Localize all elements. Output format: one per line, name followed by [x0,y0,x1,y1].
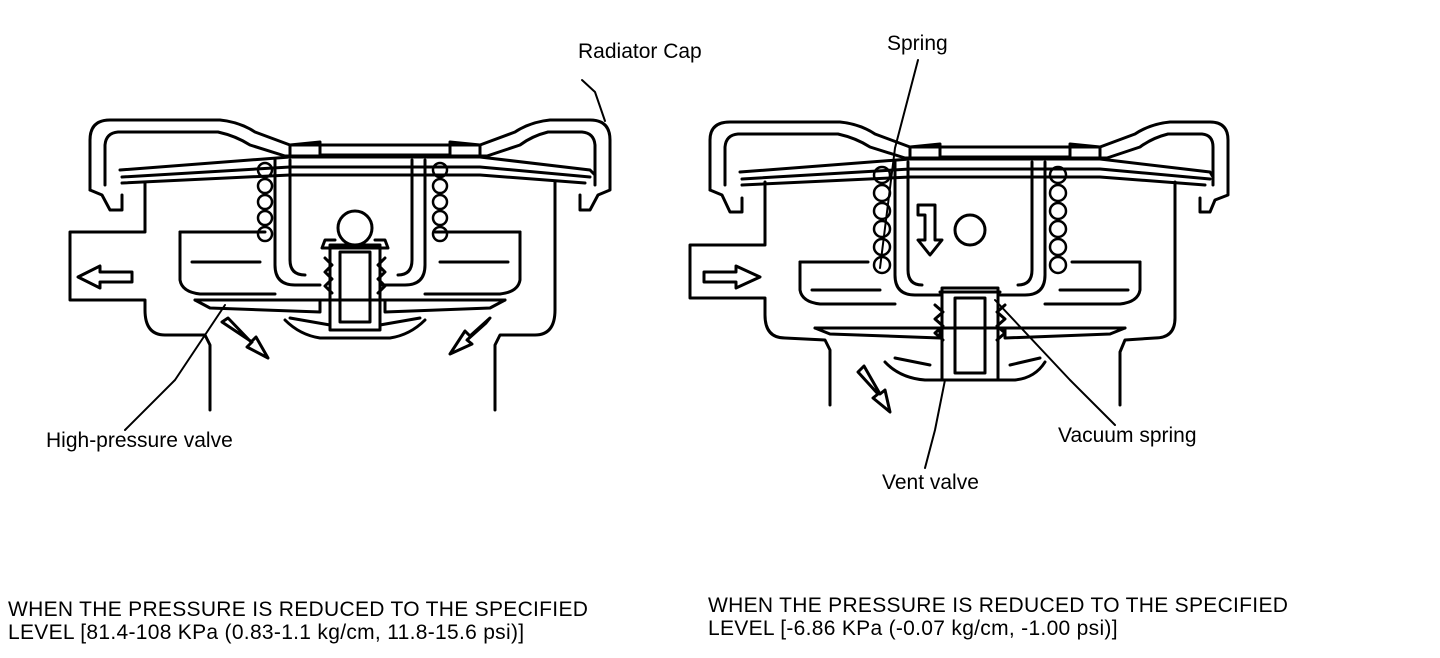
vacuum-spring-label: Vacuum spring [1058,424,1197,447]
left-caption-line2: LEVEL [81.4-108 KPa (0.83-1.1 kg/cm, 11.… [8,621,525,644]
right-caption-line2: LEVEL [-6.86 KPa (-0.07 kg/cm, -1.00 psi… [708,617,1118,640]
radiator-cap-label: Radiator Cap [578,40,702,63]
spring-label: Spring [887,32,948,55]
left-caption-line1: WHEN THE PRESSURE IS REDUCED TO THE SPEC… [8,598,589,621]
right-cap-diagram [688,59,1230,469]
high-pressure-valve-label: High-pressure valve [46,429,233,452]
left-caption: WHEN THE PRESSURE IS REDUCED TO THE SPEC… [8,598,588,644]
vent-valve-label: Vent valve [882,471,979,494]
left-cap-diagram [68,79,612,431]
left-main-spring [256,161,449,243]
right-main-spring [872,165,1068,275]
right-caption: WHEN THE PRESSURE IS REDUCED TO THE SPEC… [708,594,1288,640]
right-caption-line1: WHEN THE PRESSURE IS REDUCED TO THE SPEC… [708,594,1289,617]
